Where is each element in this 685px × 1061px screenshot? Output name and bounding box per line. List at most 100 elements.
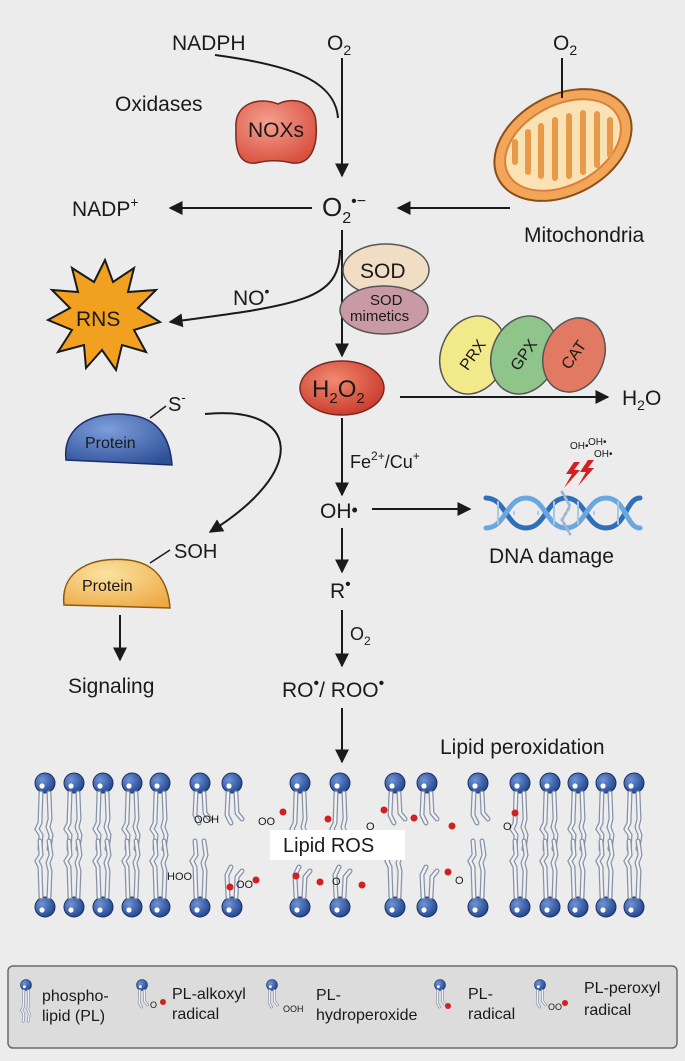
legend-3-line2: hydroperoxide [316,1007,418,1024]
phospholipid-bottom [122,841,142,917]
legend-3-line1: PL- [316,987,341,1004]
protein-thiolate-shape [65,413,173,466]
lipid-ros-label: Lipid ROS [283,835,374,857]
phospholipid-top [150,773,170,849]
noxs-label: NOXs [248,119,304,142]
phospholipid-bottom [510,841,530,917]
dna-damage-label: DNA damage [489,545,614,568]
lipid-ros-box [270,830,405,860]
oo-label-2: OO [236,879,254,891]
sulfenic-bond [149,549,171,564]
phospholipid-bottom [568,841,588,917]
phospholipid-top [93,773,113,849]
phospholipid-top [35,773,55,849]
alkyl-radical-label: R• [330,576,351,603]
legend-alkoxyl-o: O [150,1000,157,1010]
sulfenic-group: SOH [174,541,217,563]
nadph-label: NADPH [172,32,246,55]
sod-mimetics-line1: SOD [370,292,403,309]
oxidation-curve-arrow [204,412,282,533]
phospholipid-bottom [468,841,488,917]
dna-helix-icon [483,490,643,536]
o2-top-label: O2 [327,32,351,58]
legend-pl-radical-dot [445,1003,451,1009]
signaling-label: Signaling [68,675,154,698]
rns-label: RNS [76,308,120,331]
thiolate-bond [149,405,167,419]
superoxide-label: O2•− [322,192,366,227]
phospholipid-bottom [417,867,437,917]
o-label-1: O [366,821,375,833]
legend-2-line1: PL-alkoxyl [172,986,246,1003]
h2o2-shape [299,360,385,416]
o2-step-label: O2 [350,624,371,648]
phospholipid-top [624,773,644,849]
water-label: H2O [622,387,661,413]
lightning-icon [564,460,594,488]
legend-5-line1: PL-peroxyl [584,980,660,997]
o-label-4: O [503,821,512,833]
legend-box [7,965,678,1049]
phospholipid-top [222,773,242,823]
dna-oh-3: OH• [594,449,613,460]
oo-label-1: OO [258,816,276,828]
fenton-label: Fe2+/Cu+ [350,449,420,472]
legend-2-line2: radical [172,1006,219,1023]
phospholipid-bottom [35,841,55,917]
lipid-peroxidation-label: Lipid peroxidation [440,736,605,759]
no-to-rns-arrow [168,249,341,328]
protein-sulfenic-shape [63,558,171,609]
legend-peroxyl-dot [562,1000,568,1006]
o2-mito-label: O2 [553,32,577,58]
o-label-3: O [455,875,464,887]
legend-1-line2: lipid (PL) [42,1008,105,1025]
noxs-shape [235,99,318,164]
h2o2-label: H2O2 [312,376,365,407]
phospholipid-bottom [64,841,84,917]
peroxyl-label: RO•/ ROO• [282,675,384,702]
phospholipid-top [385,773,405,823]
ooh-label: OOH [194,814,219,826]
phospholipid-top [417,773,437,823]
phospholipid-top [540,773,560,849]
sod-mimetics-shape [339,285,429,335]
protein-sulfenic-label: Protein [82,578,133,595]
legend-peroxyl-oo: OO [548,1002,562,1012]
dna-oh-2: OH• [588,437,607,448]
sod-label: SOD [360,260,406,283]
phospholipid-bottom [222,867,242,917]
protein-thiolate-label: Protein [85,435,136,452]
oxidases-label: Oxidases [115,93,203,116]
phospholipid-top [468,773,488,823]
nadp-label: NADP+ [72,194,139,221]
phospholipid-top [568,773,588,849]
mitochondria-label: Mitochondria [524,224,645,247]
phospholipid-top [122,773,142,849]
no-label: NO• [233,283,270,310]
mitochondria-icon [493,88,633,202]
phospholipid-bottom [624,841,644,917]
legend-4-line1: PL- [468,986,493,1003]
nadph-curve [214,54,339,119]
thiolate-group: S- [168,390,186,416]
phospholipid-bottom [596,841,616,917]
phospholipid-bottom [93,841,113,917]
hydroxyl-label: OH• [320,500,358,523]
dna-oh-1: OH• [570,441,589,452]
legend-hydroperoxide-ooh: OOH [283,1004,304,1014]
radical-dots [226,806,519,891]
rns-starburst [45,257,163,373]
o-label-2: O [332,876,341,888]
legend-4-line2: radical [468,1006,515,1023]
sod-mimetics-line2: mimetics [350,308,409,325]
phospholipid-bottom [540,841,560,917]
phospholipid-bottom [330,867,350,917]
phospholipid-top [596,773,616,849]
cat-shape [542,317,606,393]
legend-1-line1: phospho- [42,988,109,1005]
legend-5-line2: radical [584,1002,631,1019]
phospholipid-top [64,773,84,849]
phospholipid-bottom [190,841,210,917]
